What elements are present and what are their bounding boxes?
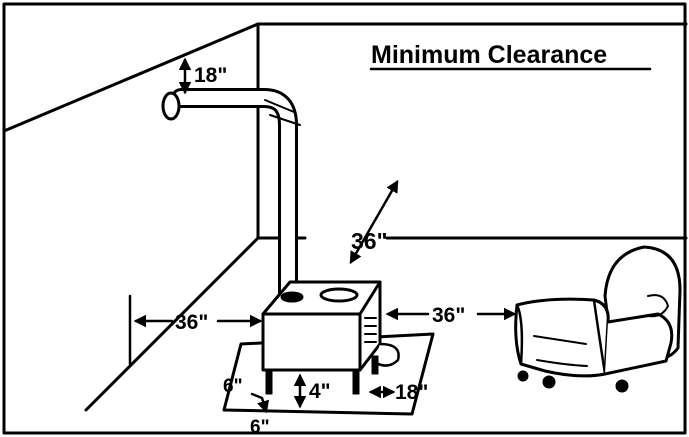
stovepipe-icon (161, 88, 301, 304)
hearth-front-label: 6" (223, 376, 243, 397)
leg-height-label: 4" (309, 380, 331, 403)
hearth-front-arrow (250, 392, 270, 414)
diagram-title: Minimum Clearance (371, 41, 607, 69)
back-wall-clearance-label: 36" (351, 228, 388, 254)
back-wall-clearance-arrow (349, 179, 399, 265)
ceiling-line (2, 22, 260, 133)
ceiling-clearance-label: 18" (194, 64, 227, 87)
hearth-side-label: 18" (395, 381, 428, 404)
hearth-front-lower-label: 6" (250, 417, 270, 437)
floor-side-line (84, 236, 260, 412)
wood-stove-icon (261, 280, 400, 395)
dimension-arrows (133, 57, 517, 414)
armchair-icon (514, 245, 682, 393)
side-wall-clearance-label: 36" (175, 311, 208, 334)
furniture-clearance-label: 36" (432, 304, 465, 327)
